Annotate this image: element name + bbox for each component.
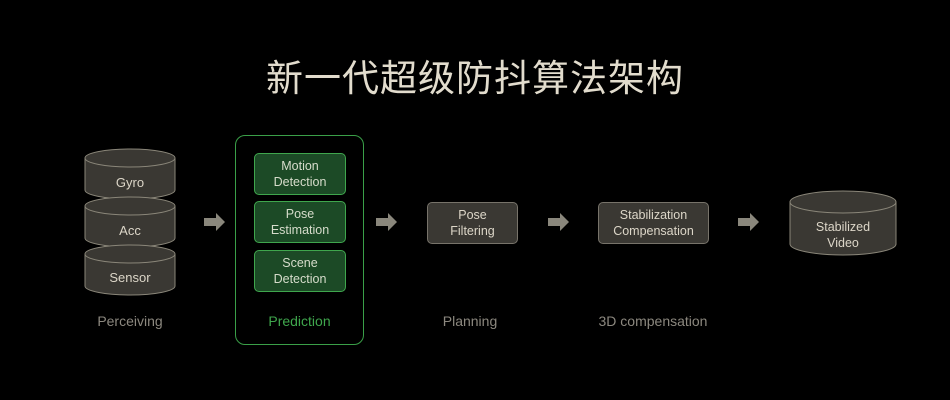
node-label-line2: Filtering — [450, 224, 495, 238]
node-label-line1: Motion — [281, 159, 319, 173]
cylinder-label: Acc — [119, 223, 141, 238]
cylinder-sensor: Sensor — [84, 244, 176, 296]
cylinder-acc: Acc — [84, 196, 176, 248]
caption-prediction: Prediction — [268, 313, 331, 329]
right-arrow-icon — [204, 213, 225, 231]
cylinder-label: Sensor — [109, 270, 151, 285]
node-label-line2: Detection — [273, 272, 327, 286]
cylinder-shape — [84, 196, 176, 248]
cylinder-shape — [84, 244, 176, 296]
right-arrow-icon — [376, 213, 397, 231]
node-label-line2: Estimation — [270, 223, 330, 237]
node-label-line1: Scene — [282, 256, 318, 270]
node-label-line1: Stabilization — [619, 208, 688, 222]
prediction-group — [235, 135, 364, 345]
node-label-line2: Video — [827, 236, 859, 250]
caption-perceiving: Perceiving — [97, 313, 163, 329]
cylinder-shape — [789, 190, 897, 256]
right-arrow-icon — [738, 213, 759, 231]
page-title: 新一代超级防抖算法架构 — [266, 57, 684, 100]
right-arrow-icon — [548, 213, 569, 231]
cylinder-shape — [84, 148, 176, 200]
node-label-line2: Detection — [273, 175, 327, 189]
caption-3d-compensation: 3D compensation — [598, 313, 708, 329]
node-label-line1: Pose — [285, 207, 315, 221]
caption-planning: Planning — [442, 313, 498, 329]
node-label-line2: Compensation — [613, 224, 694, 238]
cylinder-label: Gyro — [115, 175, 145, 190]
node-label-line1: Stabilized — [815, 220, 871, 234]
cylinder-gyro: Gyro — [84, 148, 176, 200]
node-label-line1: Pose — [458, 208, 487, 222]
